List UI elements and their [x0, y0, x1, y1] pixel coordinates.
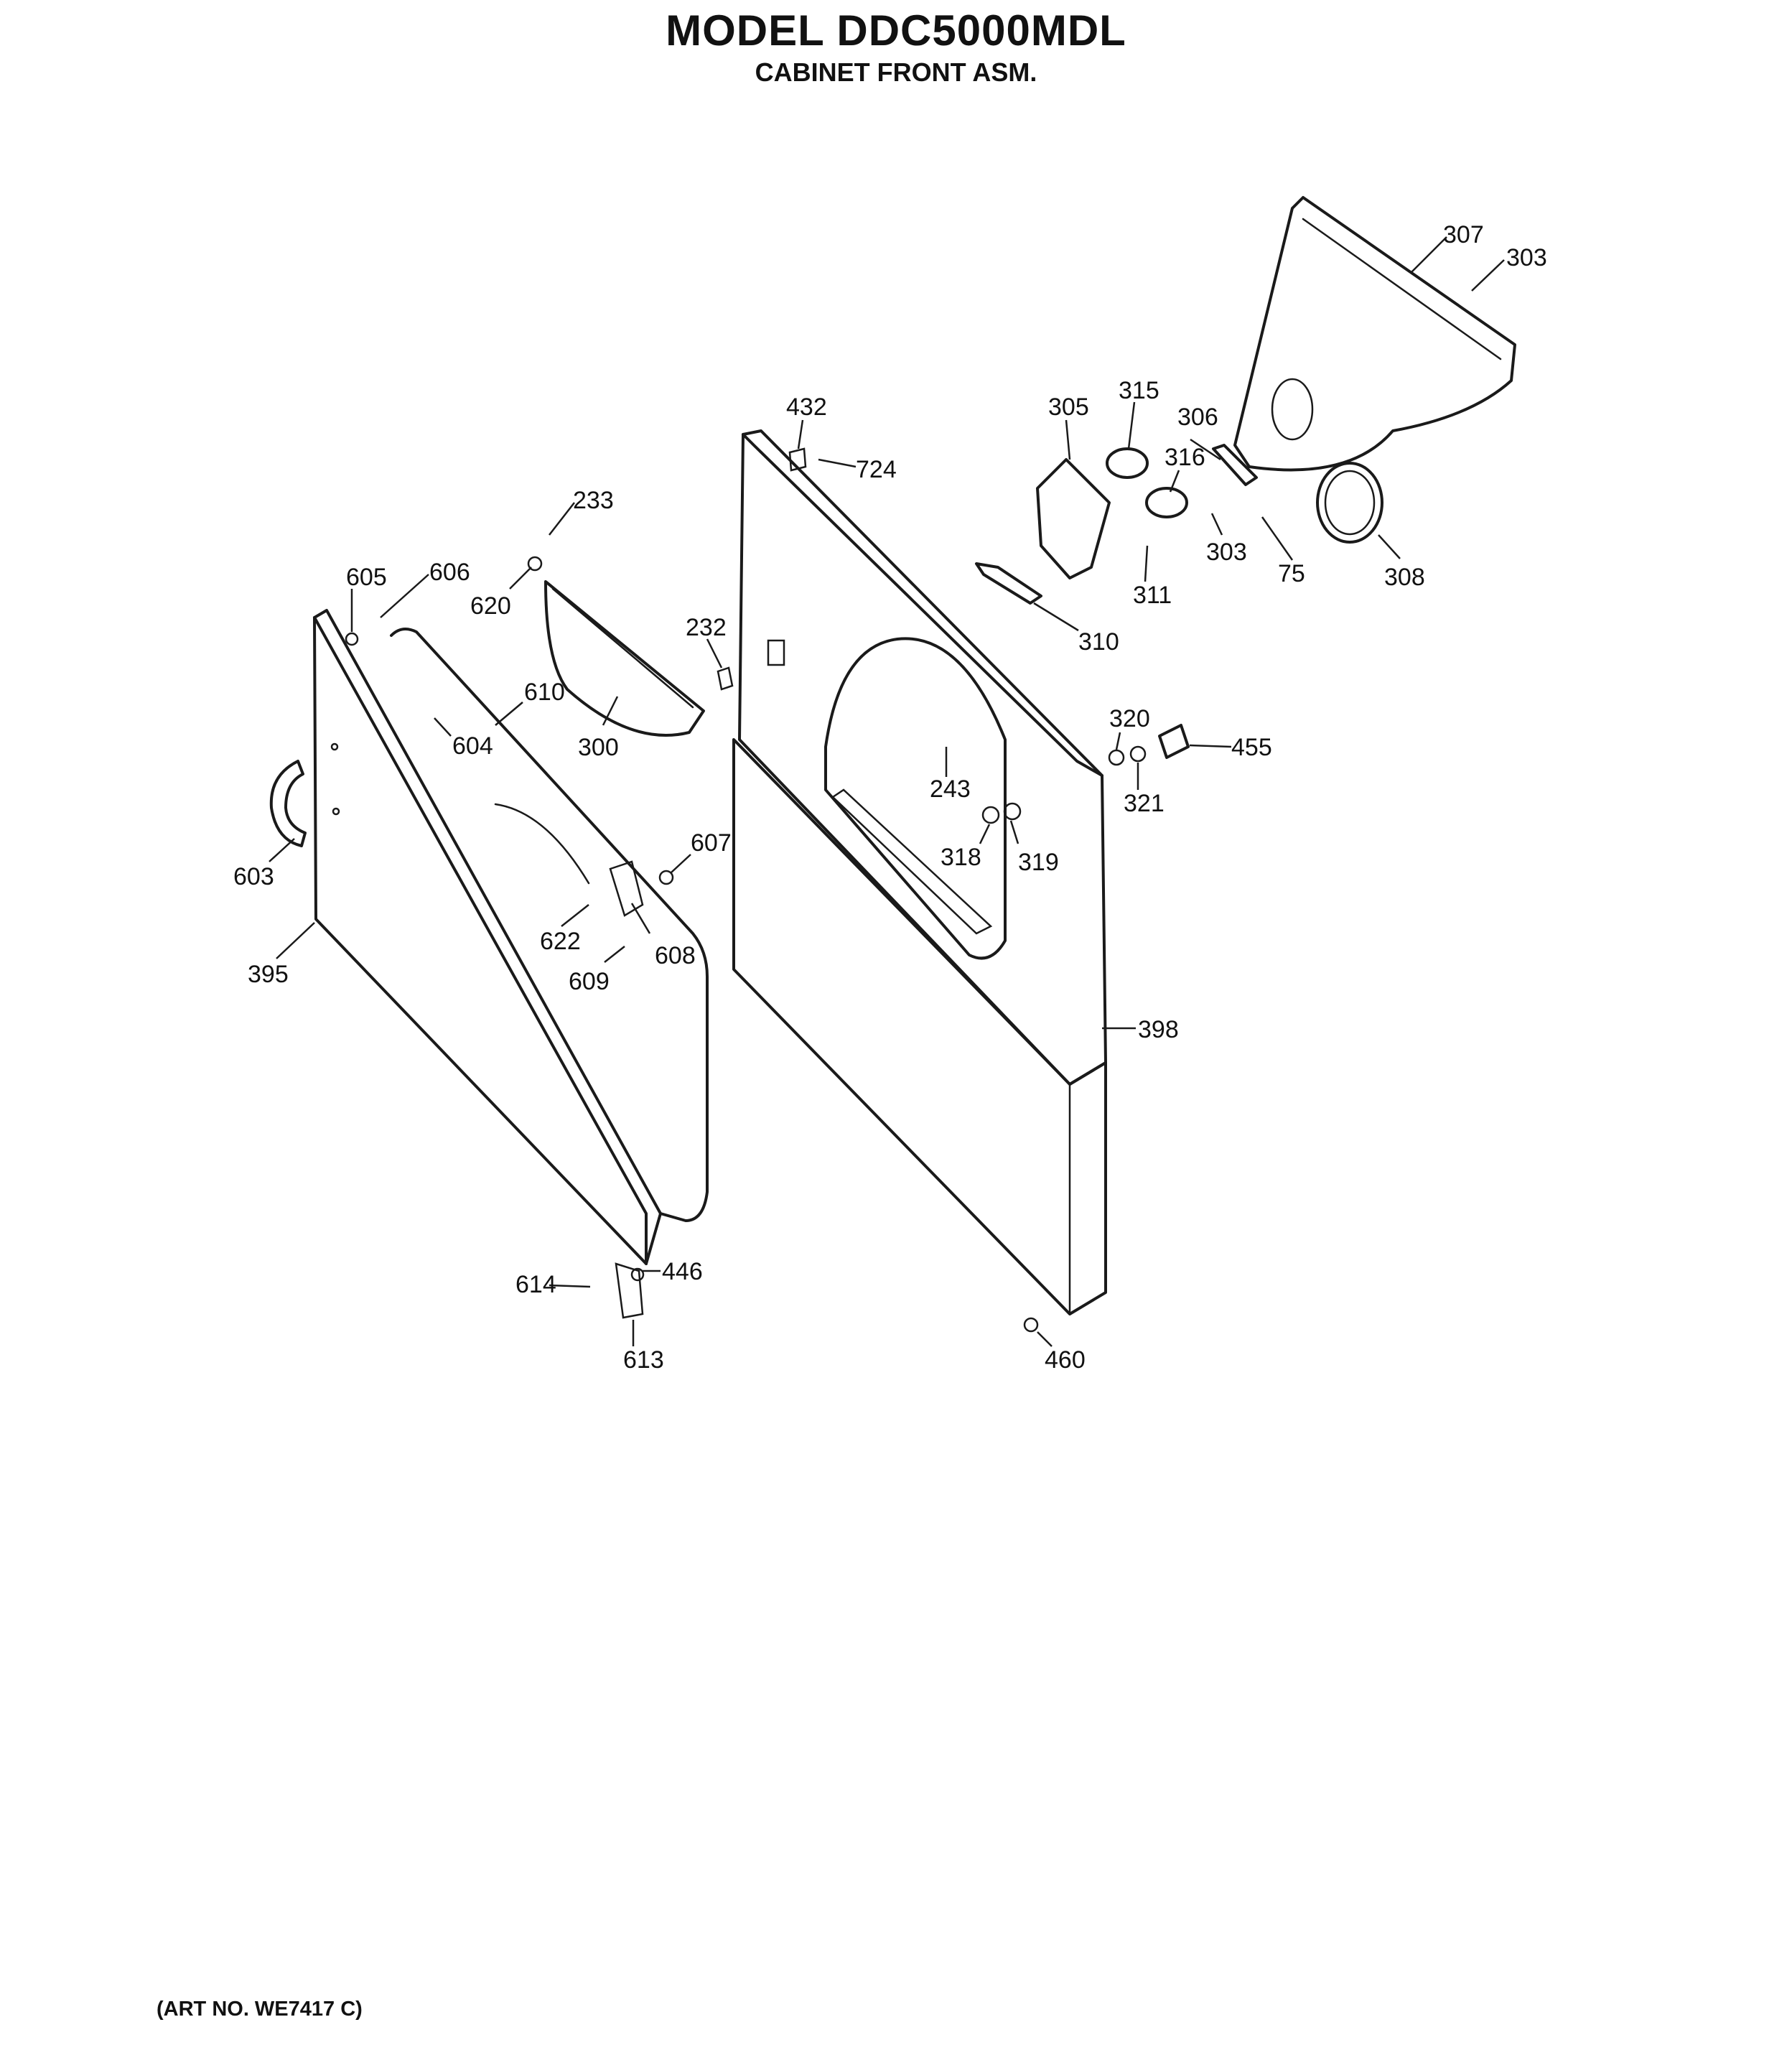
- callout-432: 432: [786, 393, 827, 421]
- page-title: MODEL DDC5000MDL: [666, 6, 1126, 55]
- callout-608: 608: [655, 942, 696, 969]
- callout-614: 614: [515, 1271, 556, 1298]
- callout-398: 398: [1138, 1016, 1179, 1043]
- callout-622: 622: [540, 928, 581, 955]
- callout-316: 316: [1165, 444, 1205, 471]
- front-panel-opening-slot: [831, 788, 993, 935]
- front-panel-top-flange: [742, 433, 1103, 777]
- door-handle-603: [269, 760, 307, 847]
- door-window-arc: [494, 803, 590, 885]
- bulkhead-307: [1233, 196, 1516, 472]
- callout-232: 232: [686, 614, 727, 641]
- callout-311: 311: [1133, 582, 1172, 609]
- seal-ring-308: [1316, 462, 1383, 544]
- callout-460: 460: [1045, 1346, 1086, 1374]
- lint-filter-300: [544, 580, 705, 737]
- front-panel-door-opening: [824, 637, 1007, 960]
- callout-620: 620: [470, 592, 511, 620]
- thermostat-316: [1145, 487, 1188, 518]
- front-panel-398-lower: [732, 738, 1107, 1315]
- callout-75: 75: [1278, 560, 1305, 587]
- thermostat-315: [1106, 447, 1149, 479]
- bracket-432: [788, 447, 807, 472]
- page-subtitle: CABINET FRONT ASM.: [755, 57, 1037, 87]
- bracket-305: [1036, 458, 1111, 579]
- callout-320: 320: [1109, 705, 1150, 732]
- callout-243: 243: [930, 775, 971, 803]
- door-panel-inner-edge: [313, 609, 662, 1265]
- callout-315: 315: [1119, 377, 1159, 404]
- door-screw-hole: [330, 742, 339, 751]
- lint-filter-opening: [551, 587, 694, 709]
- callout-labels: 307 303 432 305 315 306 724 316 233 303 …: [233, 221, 1547, 1374]
- hinge-613: [615, 1262, 644, 1319]
- hinge-608: [609, 860, 644, 917]
- callout-308: 308: [1384, 564, 1425, 591]
- callout-318: 318: [941, 844, 981, 871]
- bulkhead-inner: [1302, 218, 1502, 360]
- washer-319: [1003, 802, 1022, 821]
- switch-455: [1158, 724, 1190, 759]
- washer-620: [527, 556, 543, 572]
- washer-318: [981, 806, 1000, 824]
- switch-232: [717, 666, 734, 691]
- door-screw-hole: [332, 807, 340, 816]
- clip-310: [975, 562, 1042, 605]
- callout-310: 310: [1078, 628, 1119, 656]
- front-panel-switch-slot: [767, 639, 785, 666]
- screw-460: [1023, 1317, 1039, 1333]
- callout-605: 605: [346, 564, 387, 591]
- callout-724: 724: [856, 456, 897, 483]
- part-306: [1212, 444, 1258, 486]
- callout-303: 303: [1506, 244, 1547, 271]
- callout-613: 613: [623, 1346, 664, 1374]
- callout-233: 233: [573, 487, 614, 514]
- washer-321: [1129, 745, 1147, 763]
- door-inner-frame: [390, 628, 709, 1222]
- callout-609: 609: [569, 968, 610, 995]
- callout-305: 305: [1048, 393, 1089, 421]
- callout-303: 303: [1206, 539, 1247, 566]
- washer-607: [658, 870, 674, 885]
- callout-300: 300: [578, 734, 619, 761]
- callout-604: 604: [452, 732, 493, 760]
- art-number: (ART NO. WE7417 C): [157, 1998, 363, 2021]
- nut-605: [345, 632, 359, 646]
- callout-610: 610: [524, 679, 565, 706]
- bulkhead-vent-hole: [1271, 378, 1314, 441]
- callout-321: 321: [1124, 790, 1165, 817]
- callout-395: 395: [248, 961, 289, 988]
- callout-606: 606: [429, 559, 470, 586]
- callout-455: 455: [1231, 734, 1272, 761]
- washer-320: [1108, 749, 1125, 766]
- callout-446: 446: [662, 1258, 703, 1285]
- callout-607: 607: [691, 829, 732, 857]
- callout-319: 319: [1018, 849, 1059, 876]
- washer-446: [630, 1267, 645, 1282]
- callout-603: 603: [233, 863, 274, 890]
- door-panel-395: [313, 616, 648, 1265]
- seal-ring-inner: [1324, 470, 1376, 536]
- callout-307: 307: [1443, 221, 1484, 248]
- callout-306: 306: [1177, 404, 1218, 431]
- front-panel-398-upper: [738, 429, 1107, 1086]
- leader-lines: [269, 236, 1505, 1347]
